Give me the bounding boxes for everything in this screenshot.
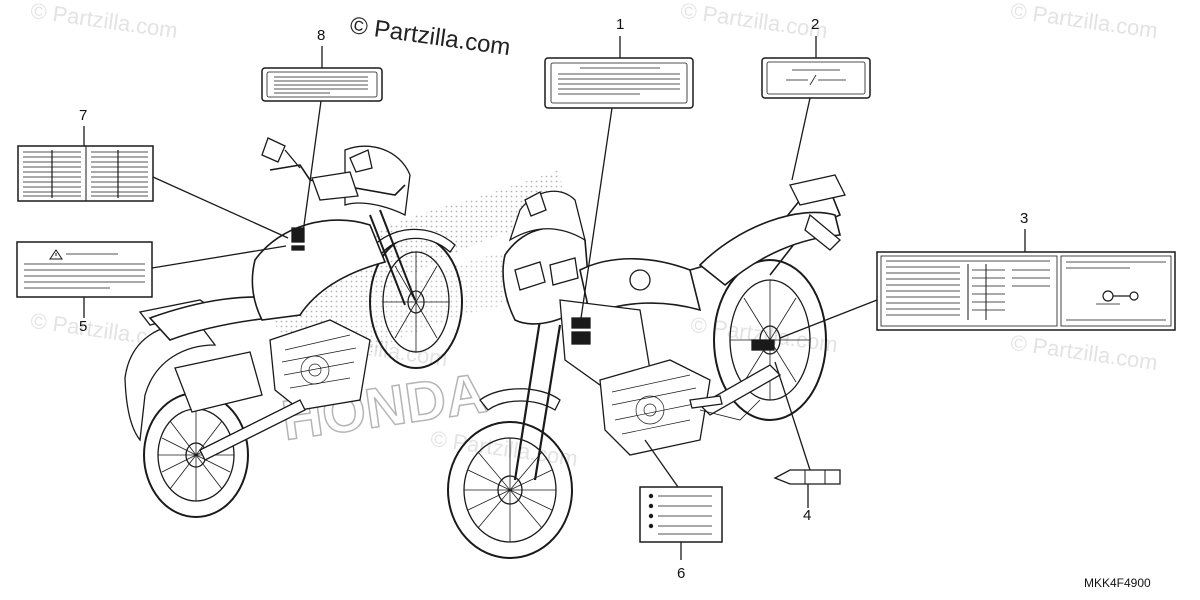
label-2-drawing <box>761 57 871 99</box>
callout-7: 7 <box>79 107 88 124</box>
leader-lines <box>83 36 1026 560</box>
callout-2: 2 <box>811 16 820 33</box>
callout-1: 1 <box>616 16 625 33</box>
motorcycle-front-view <box>447 174 846 559</box>
motorcycle-rear-view <box>124 137 463 518</box>
callout-5: 5 <box>79 318 88 335</box>
label-7-drawing <box>17 145 154 202</box>
label-5-drawing <box>16 241 153 298</box>
label-6-drawing <box>639 486 723 543</box>
label-3-drawing <box>876 251 1176 331</box>
label-1-drawing <box>544 57 694 109</box>
callout-4: 4 <box>803 507 812 524</box>
label-8-drawing <box>261 67 383 102</box>
wrench-icon <box>1096 290 1139 305</box>
callout-8: 8 <box>317 27 326 44</box>
callout-3: 3 <box>1020 210 1029 227</box>
callout-6: 6 <box>677 565 686 582</box>
label-4-drawing <box>773 469 841 485</box>
drawing-code: MKK4F4900 <box>1084 576 1151 590</box>
